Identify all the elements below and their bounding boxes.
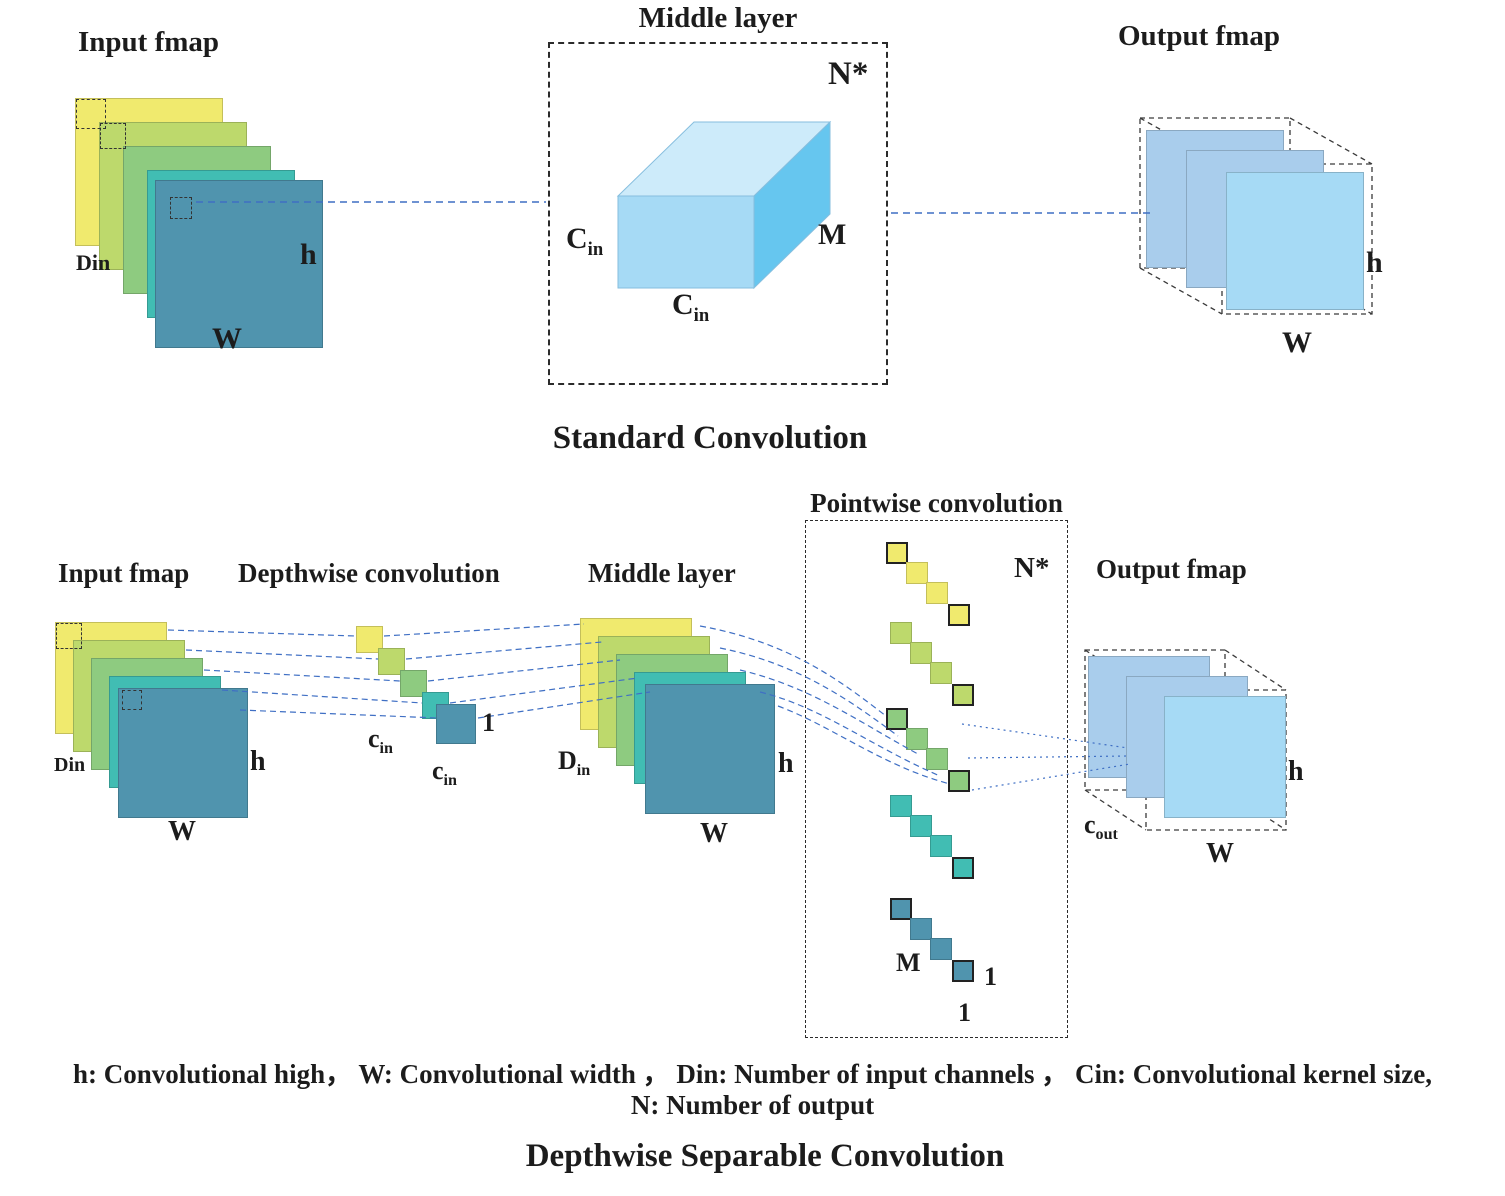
separable-input-h-label: h: [250, 746, 266, 777]
pointwise-chain5-sq4: [952, 960, 974, 982]
pointwise-chain5-sq2: [910, 918, 932, 940]
pointwise-nstar-label: N*: [1014, 552, 1050, 584]
separable-input-label: Input fmap: [58, 558, 190, 588]
input-to-depthwise-connectors: [167, 629, 439, 719]
pointwise-one-bottom-label: 1: [958, 998, 971, 1027]
standard-middle-label: Middle layer: [638, 2, 798, 34]
standard-output-h-label: h: [1366, 246, 1383, 279]
separable-middle-h-label: h: [778, 748, 794, 779]
pointwise-chain4-sq3: [930, 835, 952, 857]
pointwise-m-label: M: [896, 948, 921, 977]
pointwise-to-output-connectors: [961, 723, 1131, 791]
separable-convolution-title: Depthwise Separable Convolution: [525, 1138, 1005, 1174]
pointwise-chain1-sq3: [926, 582, 948, 604]
separable-output-channel-3: [1164, 696, 1286, 818]
middle-to-pointwise-connectors: [699, 625, 951, 785]
pointwise-chain5-sq1: [890, 898, 912, 920]
separable-output-label: Output fmap: [1096, 554, 1247, 584]
standard-input-label: Input fmap: [78, 26, 220, 58]
separable-middle-channel-5: [645, 684, 775, 814]
standard-output-channel-3: [1226, 172, 1364, 310]
standard-convolution-title: Standard Convolution: [552, 420, 868, 456]
legend-line-2: N: Number of output: [630, 1090, 875, 1120]
depthwise-convolution-label: Depthwise convolution: [238, 558, 500, 588]
depthwise-kernel-5: [436, 704, 476, 744]
pointwise-chain3-sq2: [906, 728, 928, 750]
separable-middle-w-label: W: [700, 818, 728, 849]
pointwise-chain5-sq3: [930, 938, 952, 960]
separable-output-w-label: W: [1206, 838, 1234, 869]
separable-output-cout-label: cout: [1084, 810, 1118, 844]
separable-output-h-label: h: [1288, 756, 1304, 787]
pointwise-chain3-sq4: [948, 770, 970, 792]
pointwise-chain2-sq4: [952, 684, 974, 706]
depthwise-cin-label-2: cin: [432, 756, 457, 790]
standard-input-kernel-window-1: [76, 99, 106, 129]
standard-middle-box: [548, 42, 888, 385]
separable-input-kernel-window-2: [122, 690, 142, 710]
legend-line-1: h: Convolutional high， W: Convolutional …: [73, 1059, 1432, 1089]
standard-middle-cin-left-label: Cin: [566, 222, 604, 260]
standard-output-label: Output fmap: [1118, 20, 1280, 52]
separable-input-w-label: W: [168, 816, 196, 847]
standard-middle-m-label: M: [818, 218, 847, 251]
standard-input-din-label: Din: [76, 250, 111, 275]
pointwise-chain1-sq4: [948, 604, 970, 626]
pointwise-box: [805, 520, 1068, 1038]
standard-middle-nstar-label: N*: [828, 56, 869, 92]
depthwise-kernel-1: [356, 626, 383, 653]
depthwise-cin-label-1: cin: [368, 724, 393, 758]
standard-output-w-label: W: [1282, 326, 1312, 359]
pointwise-convolution-label: Pointwise convolution: [810, 488, 1063, 518]
separable-input-channel-5: [118, 688, 248, 818]
depthwise-to-middle-connectors: [383, 623, 651, 719]
standard-input-kernel-window-2: [100, 123, 126, 149]
pointwise-chain4-sq4: [952, 857, 974, 879]
middle-layer-cuboid: [616, 120, 832, 290]
depthwise-one-label: 1: [482, 708, 495, 737]
standard-middle-cin-bottom-label: Cin: [672, 288, 710, 326]
standard-input-channel-5: [155, 180, 323, 348]
pointwise-chain2-sq1: [890, 622, 912, 644]
pointwise-chain1-sq2: [906, 562, 928, 584]
pointwise-chain1-sq1: [886, 542, 908, 564]
pointwise-chain4-sq2: [910, 815, 932, 837]
separable-input-kernel-window-1: [56, 623, 82, 649]
standard-input-w-label: W: [212, 322, 242, 355]
standard-connectors: [196, 201, 1150, 214]
separable-middle-din-label: Din: [558, 746, 591, 780]
separable-input-din-label: Din: [54, 754, 86, 776]
pointwise-chain2-sq2: [910, 642, 932, 664]
standard-input-kernel-window-3: [170, 197, 192, 219]
pointwise-chain4-sq1: [890, 795, 912, 817]
pointwise-chain2-sq3: [930, 662, 952, 684]
pointwise-one-right-label: 1: [984, 962, 997, 991]
standard-input-h-label: h: [300, 238, 317, 271]
pointwise-chain3-sq1: [886, 708, 908, 730]
separable-middle-label: Middle layer: [588, 558, 736, 588]
pointwise-chain3-sq3: [926, 748, 948, 770]
